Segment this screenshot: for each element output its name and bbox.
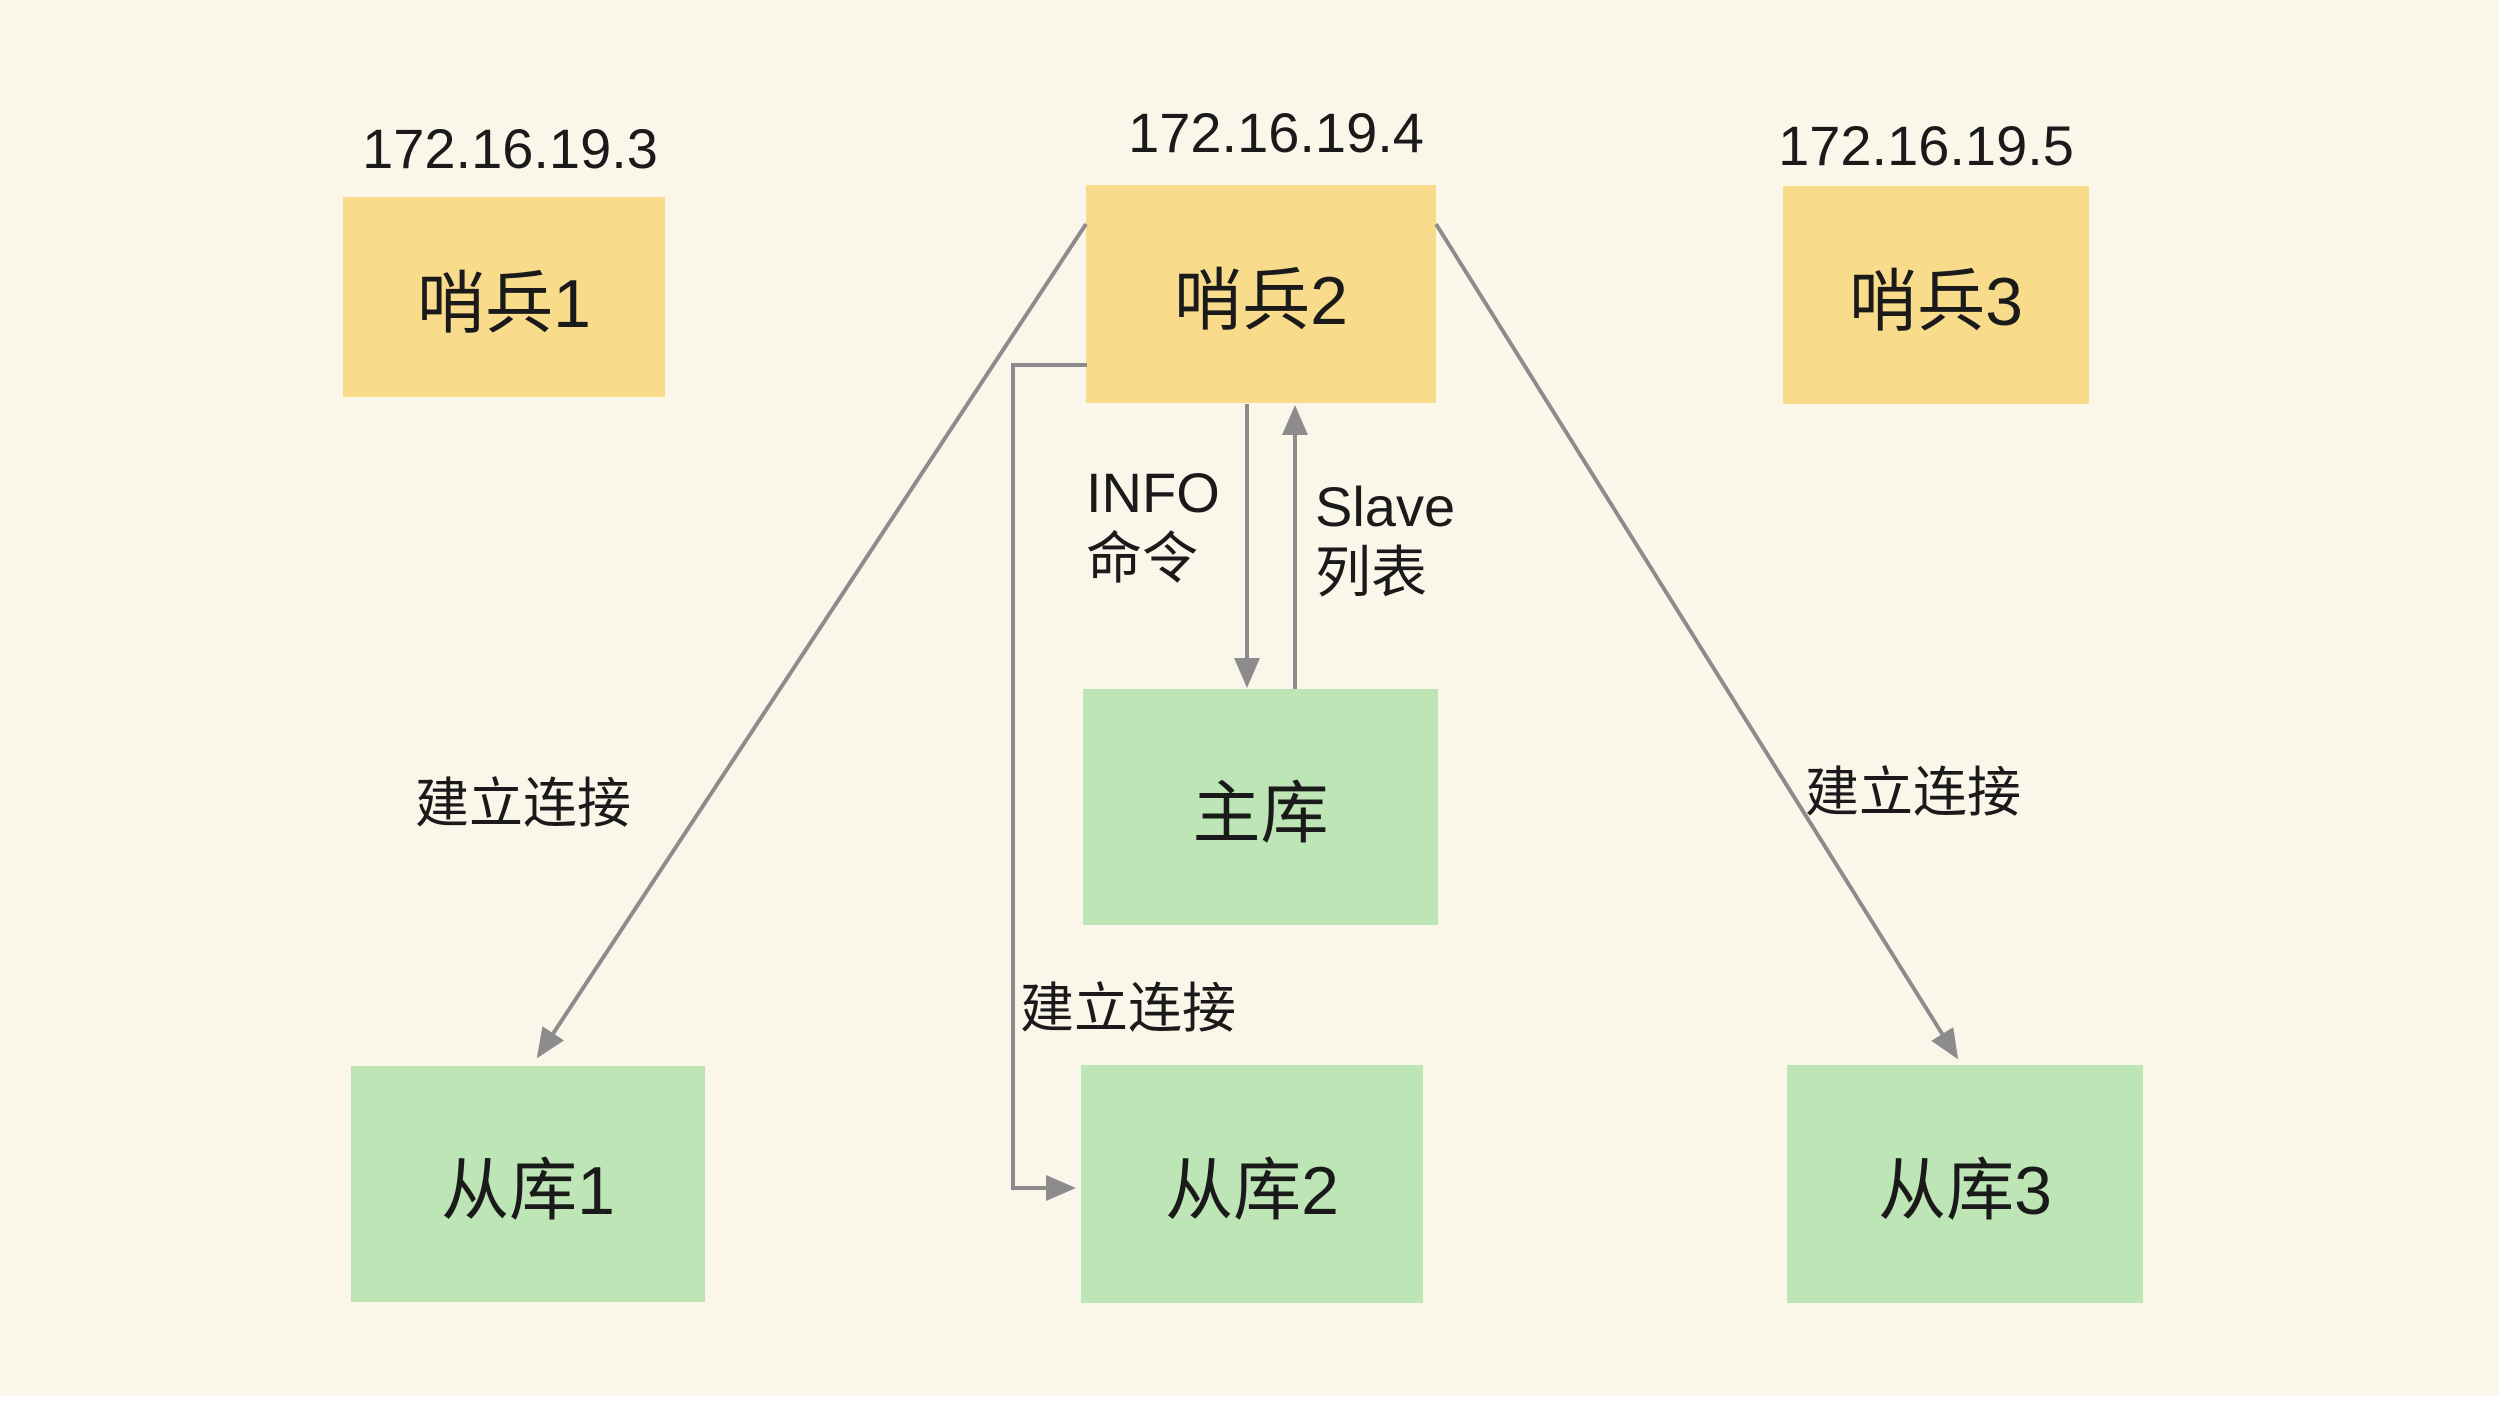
edge-label-info-command-line2: 命令	[1086, 526, 1198, 590]
node-slave2-label: 从库2	[1165, 1152, 1339, 1229]
node-master: 主库	[1083, 689, 1438, 925]
node-master-label: 主库	[1192, 775, 1329, 852]
edge-label-connect-right: 建立连接	[1805, 763, 2021, 823]
ip-label-sentinel3: 172.16.19.5	[1778, 114, 2074, 177]
edge-label-slave-list: Slave 列表	[1315, 474, 1455, 605]
edge-label-info-command-line1: INFO	[1086, 461, 1220, 524]
node-sentinel1-label: 哨兵1	[417, 265, 591, 342]
node-sentinel3: 哨兵3	[1783, 186, 2089, 404]
node-slave3: 从库3	[1787, 1065, 2143, 1303]
node-slave1-label: 从库1	[441, 1152, 615, 1229]
node-sentinel3-label: 哨兵3	[1849, 263, 2023, 340]
ip-label-sentinel2: 172.16.19.4	[1128, 101, 1424, 164]
node-sentinel1: 哨兵1	[343, 197, 665, 397]
bottom-white-strip	[0, 1396, 2499, 1404]
node-sentinel2-label: 哨兵2	[1174, 262, 1348, 339]
edge-label-slave-list-line1: Slave	[1315, 475, 1456, 538]
node-slave3-label: 从库3	[1878, 1152, 2052, 1229]
edge-label-connect-middle: 建立连接	[1020, 979, 1236, 1039]
edge-sentinel2-slave2	[1011, 363, 1087, 1201]
ip-label-sentinel1: 172.16.19.3	[362, 117, 658, 180]
node-sentinel2: 哨兵2	[1086, 185, 1436, 403]
node-slave2: 从库2	[1081, 1065, 1423, 1303]
edge-label-slave-list-line2: 列表	[1315, 540, 1427, 604]
edge-label-info-command: INFO 命令	[1086, 460, 1220, 591]
node-slave1: 从库1	[351, 1066, 705, 1302]
edge-label-connect-left: 建立连接	[415, 774, 631, 834]
